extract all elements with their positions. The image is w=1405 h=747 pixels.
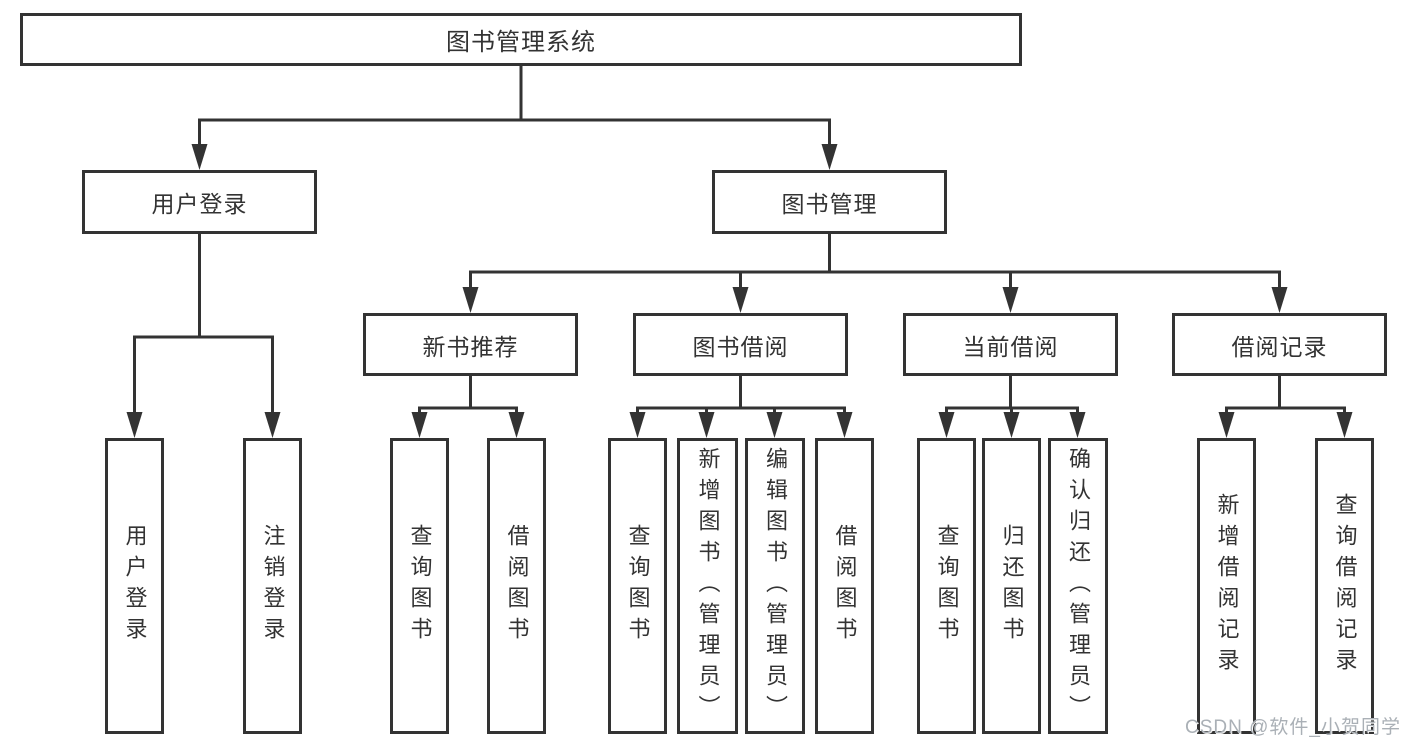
- node-book-management-label: 图书管理: [781, 191, 878, 217]
- leaf-add-borrow-record: 新增借阅记录: [1197, 438, 1256, 734]
- watermark: CSDN @软件_小贺同学: [1185, 717, 1401, 738]
- leaf-user-login-label: 用户登录: [122, 524, 148, 648]
- node-current-borrow-label: 当前借阅: [962, 333, 1059, 360]
- node-user-login: 用户登录: [82, 170, 317, 234]
- leaf-add-borrow-record-label: 新增借阅记录: [1214, 493, 1240, 679]
- leaf-confirm-return-admin: 确认归还︵管理员︶: [1048, 438, 1108, 734]
- node-root-label: 图书管理系统: [446, 29, 596, 56]
- leaf-return-book-label: 归还图书: [999, 524, 1025, 648]
- leaf-borrow-books-2: 借阅图书: [815, 438, 874, 734]
- node-borrow-records-label: 借阅记录: [1231, 333, 1328, 360]
- leaf-borrow-books-2-label: 借阅图书: [832, 524, 858, 648]
- leaf-query-books-current: 查询图书: [917, 438, 976, 734]
- leaf-query-borrow-record: 查询借阅记录: [1315, 438, 1374, 734]
- leaf-user-login: 用户登录: [105, 438, 164, 734]
- node-user-login-label: 用户登录: [151, 191, 248, 217]
- leaf-query-books-borrow: 查询图书: [608, 438, 667, 734]
- leaf-confirm-return-admin-label: 确认归还︵管理员︶: [1066, 446, 1091, 726]
- node-book-borrow: 图书借阅: [633, 313, 848, 376]
- leaf-query-books-recommend: 查询图书: [390, 438, 449, 734]
- leaf-return-book: 归还图书: [982, 438, 1041, 734]
- node-current-borrow: 当前借阅: [903, 313, 1118, 376]
- leaf-logout-label: 注销登录: [260, 524, 286, 648]
- leaf-add-book-admin: 新增图书︵管理员︶: [677, 438, 738, 734]
- leaf-logout: 注销登录: [243, 438, 302, 734]
- leaf-add-book-admin-label: 新增图书︵管理员︶: [695, 446, 721, 726]
- leaf-query-books-borrow-label: 查询图书: [625, 524, 651, 648]
- leaf-query-books-current-label: 查询图书: [934, 524, 960, 648]
- node-borrow-records: 借阅记录: [1172, 313, 1387, 376]
- leaf-query-borrow-record-label: 查询借阅记录: [1332, 493, 1358, 679]
- leaf-borrow-books-recommend: 借阅图书: [487, 438, 546, 734]
- node-book-management: 图书管理: [712, 170, 947, 234]
- leaf-edit-book-admin-label: 编辑图书︵管理员︶: [763, 446, 788, 726]
- leaf-query-books-recommend-label: 查询图书: [407, 524, 433, 648]
- node-book-borrow-label: 图书借阅: [692, 333, 789, 360]
- node-root: 图书管理系统: [20, 13, 1022, 66]
- leaf-edit-book-admin: 编辑图书︵管理员︶: [745, 438, 805, 734]
- node-new-book-recommend: 新书推荐: [363, 313, 578, 376]
- leaf-borrow-books-recommend-label: 借阅图书: [504, 524, 530, 648]
- node-new-book-recommend-label: 新书推荐: [422, 333, 519, 360]
